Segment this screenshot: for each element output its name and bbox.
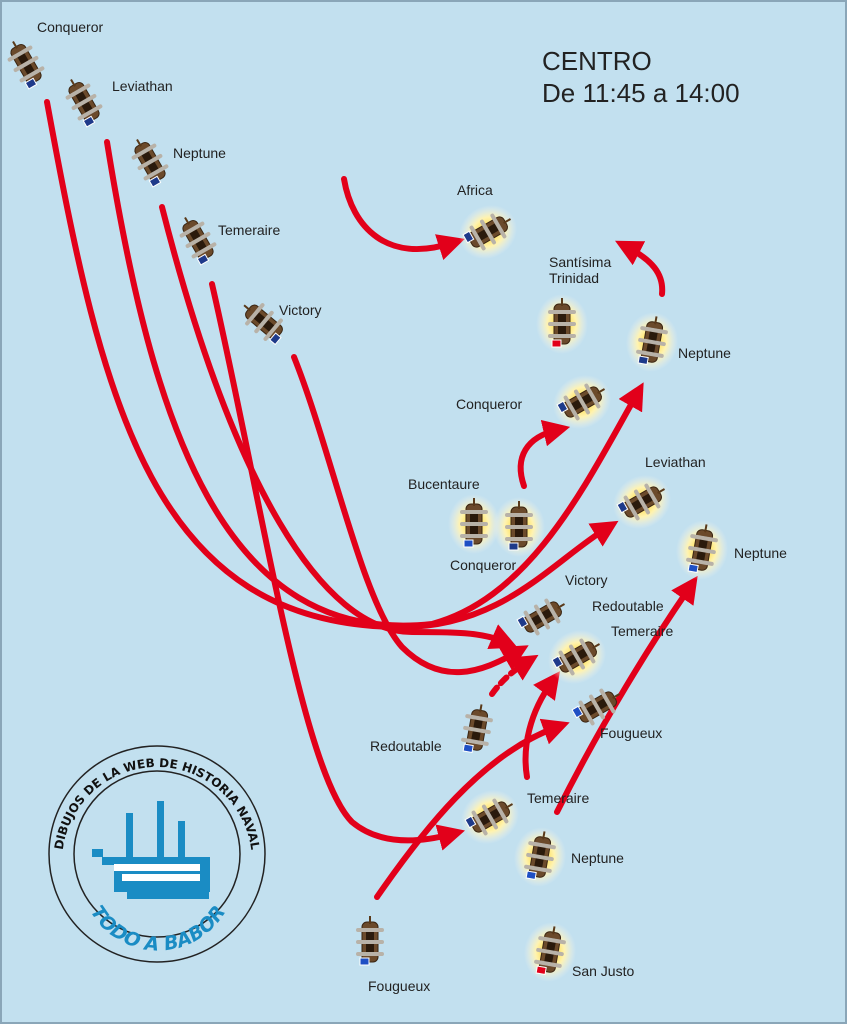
ship-icon [458, 204, 518, 260]
title-line2: De 11:45 a 14:00 [542, 78, 740, 108]
label: Bucentaure [408, 476, 480, 492]
label: Temeraire [611, 623, 673, 639]
label: Leviathan [112, 78, 173, 94]
label: Neptune [678, 345, 731, 361]
label: Santísima [549, 254, 611, 270]
route-neptune-south [554, 575, 698, 815]
label: Trinidad [549, 270, 599, 286]
route-redoutable [489, 654, 539, 697]
ship-icon [65, 78, 103, 128]
ship-icon [571, 688, 621, 726]
ship-icon [493, 497, 545, 557]
routes [44, 99, 698, 900]
ships [7, 40, 729, 982]
title-line1: CENTRO [542, 46, 652, 76]
route-victory [291, 354, 529, 675]
ship-icon [461, 704, 493, 754]
ship-icon [356, 916, 384, 966]
label: Neptune [734, 545, 787, 561]
label: Fougueux [600, 725, 662, 741]
ship-icon [7, 40, 45, 90]
ship-icon [131, 138, 169, 188]
ship-icon [448, 494, 500, 554]
route-neptune-north [615, 240, 666, 297]
ship-icon [536, 294, 588, 354]
route-africa [341, 176, 465, 260]
label: Neptune [173, 145, 226, 161]
label: San Justo [572, 963, 634, 979]
label: Conqueror [456, 396, 522, 412]
label: Redoutable [370, 738, 442, 754]
route-temeraire-2 [522, 671, 560, 780]
label: Conqueror [450, 557, 516, 573]
ship-icon [675, 520, 729, 580]
ship-icon [513, 827, 567, 887]
route-temeraire [209, 281, 466, 851]
label: Conqueror [37, 19, 103, 35]
route-leviathan [104, 139, 644, 629]
todo-a-babor-logo: DIBUJOS DE LA WEB DE HISTORIA NAVAL TODO… [48, 745, 266, 963]
ship-icon [547, 629, 607, 685]
label: Victory [279, 302, 322, 318]
label: Africa [457, 182, 493, 198]
ship-icon [243, 303, 283, 346]
label: Fougueux [368, 978, 430, 994]
logo-ship-icon [92, 801, 210, 899]
ship-labels: Conqueror Leviathan Neptune Temeraire Vi… [37, 19, 787, 994]
ship-icon [552, 374, 612, 430]
label: Leviathan [645, 454, 706, 470]
label: Victory [565, 572, 608, 588]
ship-icon [523, 922, 577, 982]
ship-icon [179, 216, 217, 266]
ship-icon [516, 598, 566, 636]
label: Neptune [571, 850, 624, 866]
svg-text:TODO A BABOR: TODO A BABOR [86, 902, 230, 956]
route-conqueror-short [517, 419, 571, 489]
label: Redoutable [592, 598, 664, 614]
label: Temeraire [218, 222, 280, 238]
route-neptune [159, 204, 518, 650]
logo-brand: TODO A BABOR [86, 902, 230, 956]
ship-icon [625, 312, 679, 372]
ship-icon [612, 474, 672, 530]
ship-icon [460, 789, 520, 845]
label: Temeraire [527, 790, 589, 806]
